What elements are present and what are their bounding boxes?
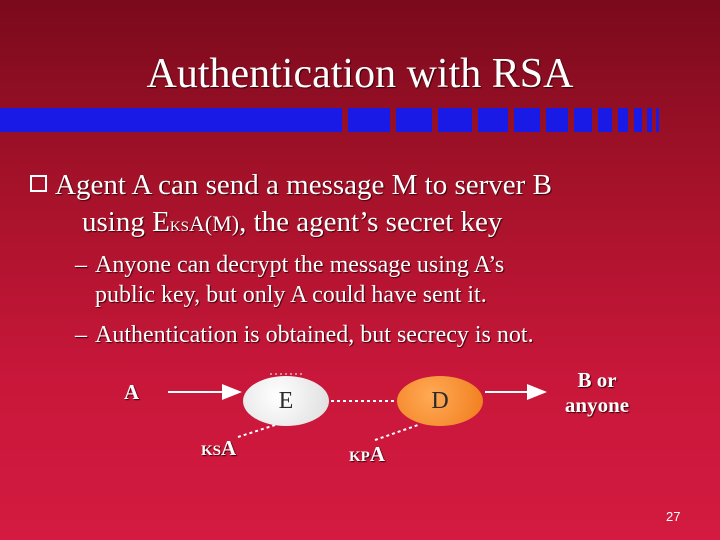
dashed-key-ksa-to-e [237, 424, 276, 438]
dashed-key-kpa-to-d [374, 424, 419, 441]
decorative-bar [514, 108, 540, 132]
decorative-bar [396, 108, 432, 132]
decorative-bar-strip [0, 108, 720, 132]
public-key-label: kpA [349, 442, 385, 466]
sender-label: A [124, 380, 140, 404]
decorative-bar [438, 108, 472, 132]
decorative-bar [546, 108, 568, 132]
checkbox-bullet-icon [30, 174, 47, 192]
dash-bullet: – [75, 252, 87, 278]
decorative-bar [598, 108, 612, 132]
receiver-label: B or anyone [560, 368, 634, 418]
receiver-label-line2: anyone [564, 393, 630, 417]
decorative-bar [348, 108, 390, 132]
decorative-bar [618, 108, 628, 132]
decorative-bar [656, 108, 659, 132]
decrypt-node-label: D [431, 387, 449, 414]
dash-bullet: – [75, 322, 87, 348]
slide-title: Authentication with RSA [146, 51, 574, 97]
sub-bullet-line: Anyone can decrypt the message using A’s [95, 252, 505, 278]
sub-bullet-line: public key, but only A could have sent i… [95, 282, 487, 308]
main-bullet: Agent A can send a message M to server B… [30, 167, 690, 242]
secret-key-label: ksA [201, 436, 237, 460]
decorative-bar [574, 108, 592, 132]
page-number: 27 [666, 509, 681, 524]
encrypt-node: E [243, 376, 329, 426]
main-bullet-line2-prefix: using E [82, 206, 170, 238]
decrypt-node: D [397, 376, 483, 426]
receiver-label-line1: B or [577, 368, 617, 392]
main-bullet-line2-suffix: , the agent’s secret key [239, 206, 503, 238]
sub-bullet: – Authentication is obtained, but secrec… [75, 320, 695, 350]
sub-bullet-line: Authentication is obtained, but secrecy … [95, 322, 534, 348]
decorative-bar [634, 108, 642, 132]
decorative-bar [478, 108, 508, 132]
sub-bullet: – Anyone can decrypt the message using A… [75, 250, 695, 310]
main-bullet-line1: Agent A can send a message M to server B [55, 169, 552, 201]
main-bullet-line2-sub: ksA(M) [169, 211, 240, 236]
encrypt-node-label: E [278, 387, 294, 414]
decorative-bar [647, 108, 652, 132]
decorative-bar [0, 108, 342, 132]
